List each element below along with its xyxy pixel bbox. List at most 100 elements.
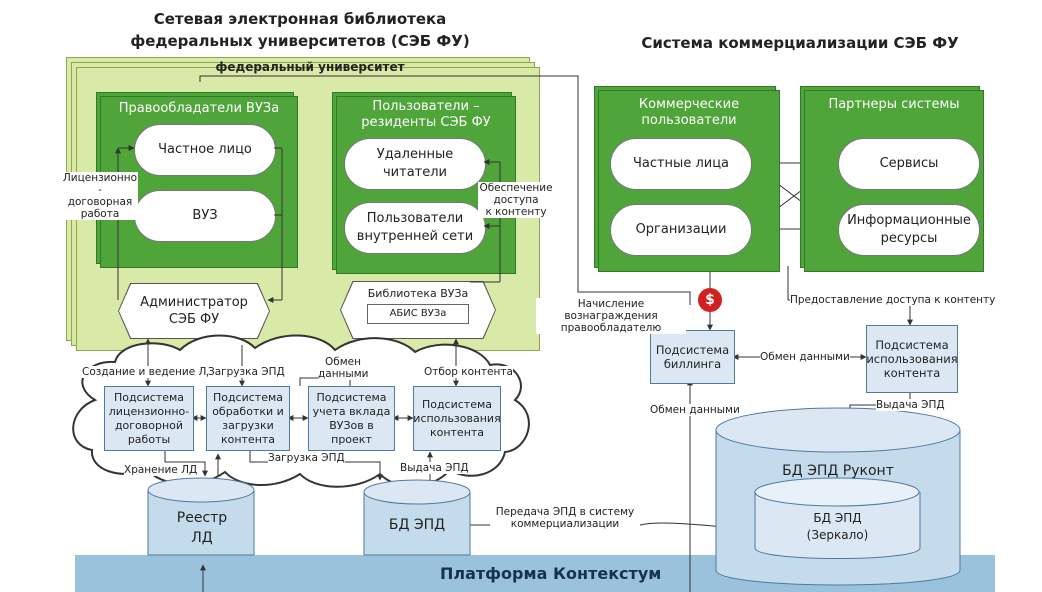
issue-epd-right-label: Выдача ЭПД: [876, 399, 945, 411]
grant-access-label: Предоставление доступа к контенту: [790, 294, 996, 306]
usage-right-line1: Подсистема: [875, 338, 949, 352]
subsystem-usage-l2: использования: [413, 411, 501, 425]
partner-resources-line1: Информационные: [847, 213, 971, 228]
subsystem-usage: Подсистема использования контента: [413, 386, 501, 451]
epd-cylinder: [363, 479, 471, 556]
license-work-l1: Лицензионно -: [62, 172, 138, 196]
exchange-top-label: Обмен данными: [318, 356, 368, 380]
subsystem-processing: Подсистема обработки и загрузки контента: [206, 386, 290, 451]
billing-line1: Подсистема: [655, 343, 730, 357]
access-l1: Обеспечение: [479, 182, 553, 194]
subsystem-license-l3: договорной: [114, 418, 184, 432]
commercial-private: Частные лица: [610, 138, 752, 190]
load-epd-top-label: Загрузка ЭПД: [208, 366, 285, 378]
transfer-l2: коммерциализации: [510, 518, 620, 530]
exchange-bottom-label: Обмен данными: [650, 404, 740, 416]
internal-users-line1: Пользователи: [366, 211, 464, 226]
epd-label: БД ЭПД: [388, 517, 446, 533]
subsystem-usage-l1: Подсистема: [421, 397, 493, 411]
subsystem-processing-l1: Подсистема: [212, 390, 284, 404]
library-title: Библиотека ВУЗа: [367, 287, 469, 300]
access-l3: к контенту: [485, 206, 547, 218]
remote-readers-line2: читатели: [383, 165, 447, 180]
reward-l2: правообладателю: [560, 322, 662, 334]
reward-label: Начисление вознаграждения правообладател…: [536, 298, 686, 334]
subsystem-license-l2: лицензионно-: [108, 404, 190, 418]
dollar-icon: $: [698, 288, 722, 312]
left-title-line2: федеральных университетов (СЭБ ФУ): [130, 32, 470, 50]
commercial-title-line1: Коммерческие: [638, 97, 740, 112]
subsystem-processing-l2: обработки и: [212, 404, 284, 418]
license-work-label: Лицензионно - договорная работа: [62, 172, 138, 220]
abis-box: АБИС ВУЗа: [367, 304, 469, 324]
right-title: Система коммерциализации СЭБ ФУ: [641, 34, 959, 52]
rightholders-title: Правообладатели ВУЗа: [118, 101, 280, 116]
subsystem-license: Подсистема лицензионно- договорной работ…: [104, 386, 194, 451]
exchange-right-label: Обмен данными: [760, 351, 850, 363]
resident-internal-users: Пользователи внутренней сети: [344, 202, 486, 254]
residents-title-line1: Пользователи –: [372, 99, 480, 114]
license-work-l2: договорная: [67, 196, 133, 208]
access-l2: доступа: [493, 194, 539, 206]
store-ld-label: Хранение ЛД: [124, 464, 198, 476]
subsystem-processing-l3: загрузки: [222, 418, 274, 432]
load-epd-bottom-label: Загрузка ЭПД: [268, 452, 345, 464]
mirror-line1: БД ЭПД: [813, 511, 862, 525]
internal-users-line2: внутренней сети: [356, 229, 474, 244]
rightholder-university: ВУЗ: [134, 190, 276, 242]
transfer-label: Передача ЭПД в систему коммерциализации: [490, 506, 640, 530]
registry-line1: Реестр: [176, 510, 228, 526]
partner-resources-line2: ресурсы: [880, 231, 938, 246]
issue-epd-left-label: Выдача ЭПД: [400, 462, 469, 474]
subsystem-contribution: Подсистема учета вклада ВУЗов в проект: [308, 386, 395, 451]
access-label: Обеспечение доступа к контенту: [478, 182, 554, 218]
university-label: федеральный университет: [215, 60, 405, 74]
subsystem-license-l1: Подсистема: [113, 390, 185, 404]
subsystem-contribution-l2: учета вклада: [312, 404, 391, 418]
subsystem-usage-l3: контента: [429, 425, 485, 439]
usage-right-line3: контента: [883, 366, 941, 380]
resident-remote-readers: Удаленные читатели: [344, 138, 486, 190]
left-title: Сетевая электронная библиотека федеральн…: [120, 8, 480, 52]
partner-services-label: Сервисы: [879, 156, 939, 171]
commercial-title: Коммерческие пользователи: [599, 97, 779, 129]
subsystem-contribution-l4: проект: [331, 432, 372, 446]
subsystem-billing: Подсистема биллинга: [650, 330, 735, 384]
partners-title: Партнеры системы: [828, 97, 960, 112]
create-ld-label: Создание и ведение ЛД: [82, 366, 215, 378]
mirror-label: БД ЭПД (Зеркало): [755, 510, 920, 544]
subsystem-contribution-l3: ВУЗов в: [329, 418, 374, 432]
registry-cylinder: [147, 477, 255, 556]
subsystem-processing-l4: контента: [220, 432, 276, 446]
admin-line2: СЭБ ФУ: [168, 312, 220, 327]
registry-line2: ЛД: [191, 530, 213, 546]
left-title-line1: Сетевая электронная библиотека: [153, 10, 447, 28]
exchange-top-l2: данными: [318, 368, 369, 380]
remote-readers-line1: Удаленные: [376, 147, 454, 162]
billing-line2: биллинга: [663, 357, 722, 371]
commercial-orgs: Организации: [610, 204, 752, 256]
partner-resources: Информационные ресурсы: [838, 204, 980, 256]
residents-title: Пользователи – резиденты СЭБ ФУ: [337, 99, 515, 131]
subsystem-usage-right: Подсистема использования контента: [866, 325, 958, 393]
admin-line1: Администратор: [140, 295, 248, 310]
rightholder-private-person: Частное лицо: [134, 124, 276, 176]
transfer-l1: Передача ЭПД в систему: [495, 506, 635, 518]
license-work-l3: работа: [80, 208, 120, 220]
reward-l1: Начисление вознаграждения: [564, 298, 658, 322]
registry-label: Реестр ЛД: [150, 508, 254, 548]
admin-hexagon: Администратор СЭБ ФУ: [119, 284, 269, 338]
select-content-label: Отбор контента: [424, 366, 513, 378]
usage-right-line2: использования: [866, 352, 958, 366]
subsystem-license-l4: работы: [127, 432, 171, 446]
partner-services: Сервисы: [838, 138, 980, 190]
platform-label: Платформа Контекстум: [440, 564, 662, 583]
exchange-top-l1: Обмен: [325, 356, 361, 368]
mirror-cylinder: [754, 477, 921, 559]
rukont-label: БД ЭПД Руконт: [782, 463, 894, 479]
subsystem-contribution-l1: Подсистема: [316, 390, 387, 404]
commercial-title-line2: пользователи: [641, 113, 737, 128]
mirror-line2: (Зеркало): [806, 528, 869, 542]
residents-title-line2: резиденты СЭБ ФУ: [361, 115, 491, 130]
